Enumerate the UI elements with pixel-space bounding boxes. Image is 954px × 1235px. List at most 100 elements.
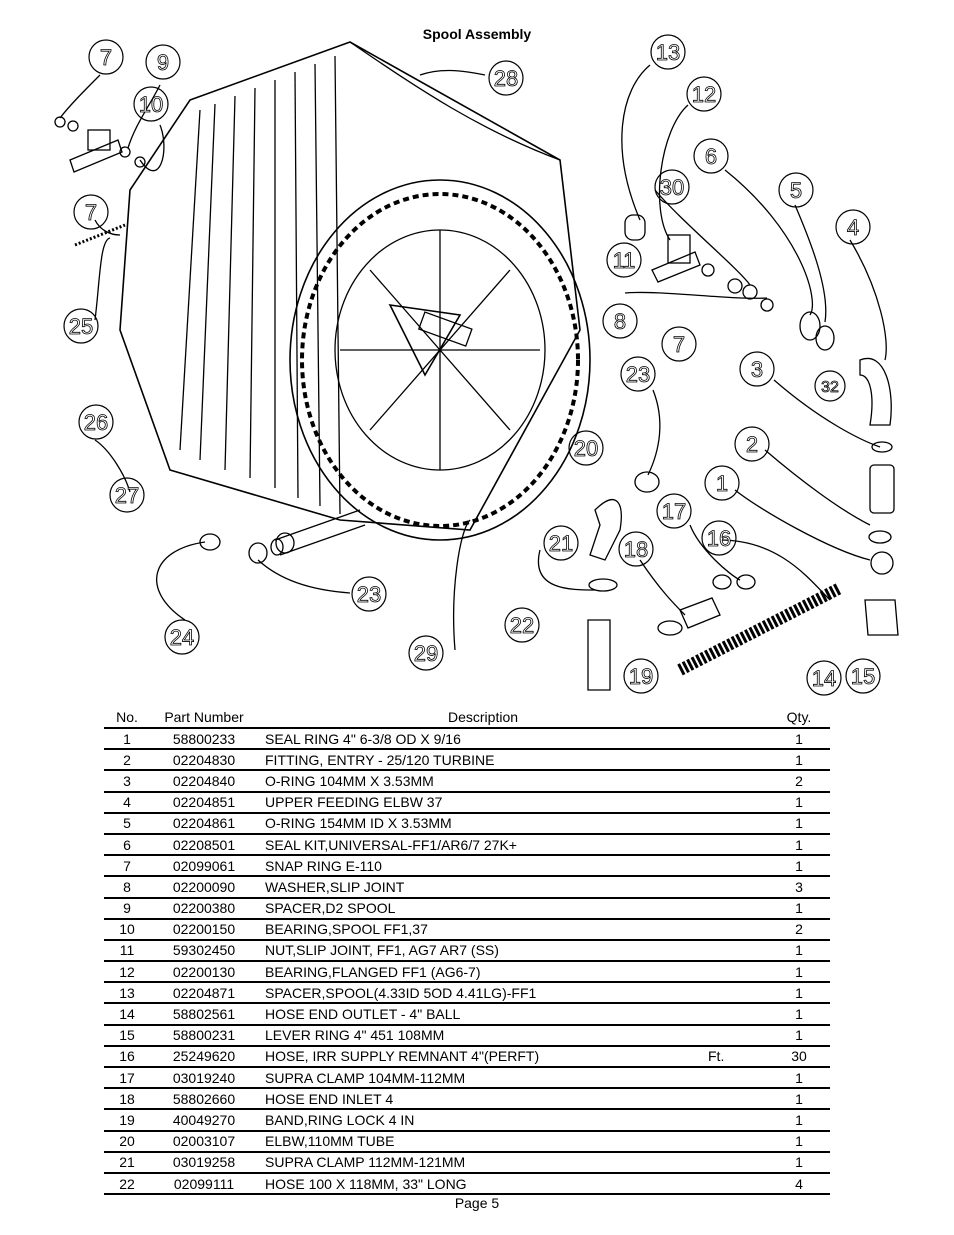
spool-assembly-diagram: 7 9 10 7 25 26 27 28 24 23 29 13 12 6 30… [54, 34, 899, 696]
description: SPACER,SPOOL(4.33ID 5OD 4.41LG)-FF1 [265, 984, 537, 1001]
quantity: 1 [795, 794, 803, 811]
part-number: 02204830 [172, 751, 236, 768]
svg-text:16: 16 [707, 526, 731, 551]
quantity: 1 [795, 963, 803, 980]
row-number: 13 [119, 984, 135, 1001]
quantity: 30 [791, 1048, 807, 1065]
part-number: 02003107 [172, 1133, 236, 1150]
callout-20 [568, 430, 604, 466]
part-number: 40049270 [172, 1111, 236, 1128]
part-number: 02200380 [172, 900, 236, 917]
part-number: 02204851 [172, 794, 236, 811]
svg-text:1: 1 [716, 471, 728, 496]
row-number: 10 [119, 921, 135, 938]
part-number: 02200130 [172, 963, 236, 980]
svg-text:19: 19 [629, 664, 653, 689]
callout-6 [693, 138, 729, 174]
row-number: 18 [119, 1090, 135, 1107]
quantity: 1 [795, 1133, 803, 1150]
row-number: 14 [119, 1006, 135, 1023]
callout-16 [701, 520, 737, 556]
description: HOSE 100 X 118MM, 33" LONG [265, 1175, 467, 1192]
svg-text:2: 2 [746, 432, 758, 457]
svg-text:10: 10 [139, 92, 163, 117]
part-number: 02200090 [172, 878, 236, 895]
svg-text:21: 21 [549, 531, 573, 556]
svg-text:32: 32 [821, 379, 839, 396]
row-number: 4 [123, 794, 131, 811]
callout-7b [73, 194, 109, 230]
callout-19 [623, 658, 659, 694]
svg-text:6: 6 [705, 144, 717, 169]
part-number: 58800231 [172, 1027, 236, 1044]
callout-29 [408, 635, 444, 671]
callout-13 [650, 34, 686, 70]
row-number: 8 [123, 878, 131, 895]
row-number: 7 [123, 857, 131, 874]
header-description: Description [447, 709, 519, 725]
description: BAND,RING LOCK 4 IN [265, 1111, 415, 1128]
quantity: 1 [795, 1069, 803, 1086]
svg-text:29: 29 [414, 641, 438, 666]
row-number: 17 [119, 1069, 135, 1086]
quantity: 1 [795, 1090, 803, 1107]
row-number: 16 [119, 1048, 135, 1065]
part-number: 58802660 [172, 1090, 236, 1107]
table-header: No. Part Number Description Qty. [104, 707, 830, 729]
header-qty: Qty. [786, 709, 812, 725]
svg-text:22: 22 [510, 613, 534, 638]
svg-text:13: 13 [656, 40, 680, 65]
callout-10 [133, 86, 169, 122]
callout-1 [704, 465, 740, 501]
svg-text:3: 3 [751, 357, 763, 382]
header-no: No. [116, 709, 138, 725]
description: SPACER,D2 SPOOL [265, 900, 396, 917]
callout-12 [686, 76, 722, 112]
callout-4 [835, 209, 871, 245]
svg-text:18: 18 [624, 537, 648, 562]
quantity: 1 [795, 1027, 803, 1044]
part-number: 02099111 [173, 1175, 235, 1192]
part-number: 03019240 [172, 1069, 236, 1086]
description: HOSE, IRR SUPPLY REMNANT 4"(PERFT) [265, 1048, 540, 1065]
part-number: 02099061 [172, 857, 236, 874]
quantity: 1 [795, 1154, 803, 1171]
description: BEARING,SPOOL FF1,37 [265, 921, 428, 938]
row-number: 5 [123, 815, 131, 832]
row-number: 1 [123, 730, 131, 747]
callout-30 [654, 169, 690, 205]
page-title: Spool Assembly [422, 26, 532, 42]
svg-text:23: 23 [357, 582, 381, 607]
callout-28 [488, 60, 524, 96]
svg-text:28: 28 [494, 66, 518, 91]
row-number: 12 [119, 963, 135, 980]
part-number: 02204871 [172, 984, 236, 1001]
description: NUT,SLIP JOINT, FF1, AG7 AR7 (SS) [265, 942, 499, 959]
description: FITTING, ENTRY - 25/120 TURBINE [265, 751, 495, 768]
callout-5 [778, 172, 814, 208]
row-number: 6 [123, 836, 131, 853]
row-number: 11 [119, 942, 135, 959]
description: UPPER FEEDING ELBW 37 [265, 794, 443, 811]
callout-18 [618, 531, 654, 567]
part-number: 02204840 [172, 772, 236, 789]
description: LEVER RING 4" 451 108MM [265, 1027, 445, 1044]
quantity: 3 [795, 878, 803, 895]
table-row: 12 02200130 BEARING,FLANGED FF1 (AG6-7) 1 [104, 962, 830, 984]
part-number: 03019258 [172, 1154, 236, 1171]
svg-text:7: 7 [85, 200, 97, 225]
description: BEARING,FLANGED FF1 (AG6-7) [265, 963, 481, 980]
callout-27 [109, 477, 145, 513]
quantity: 2 [795, 921, 803, 938]
callout-7c [661, 326, 697, 362]
